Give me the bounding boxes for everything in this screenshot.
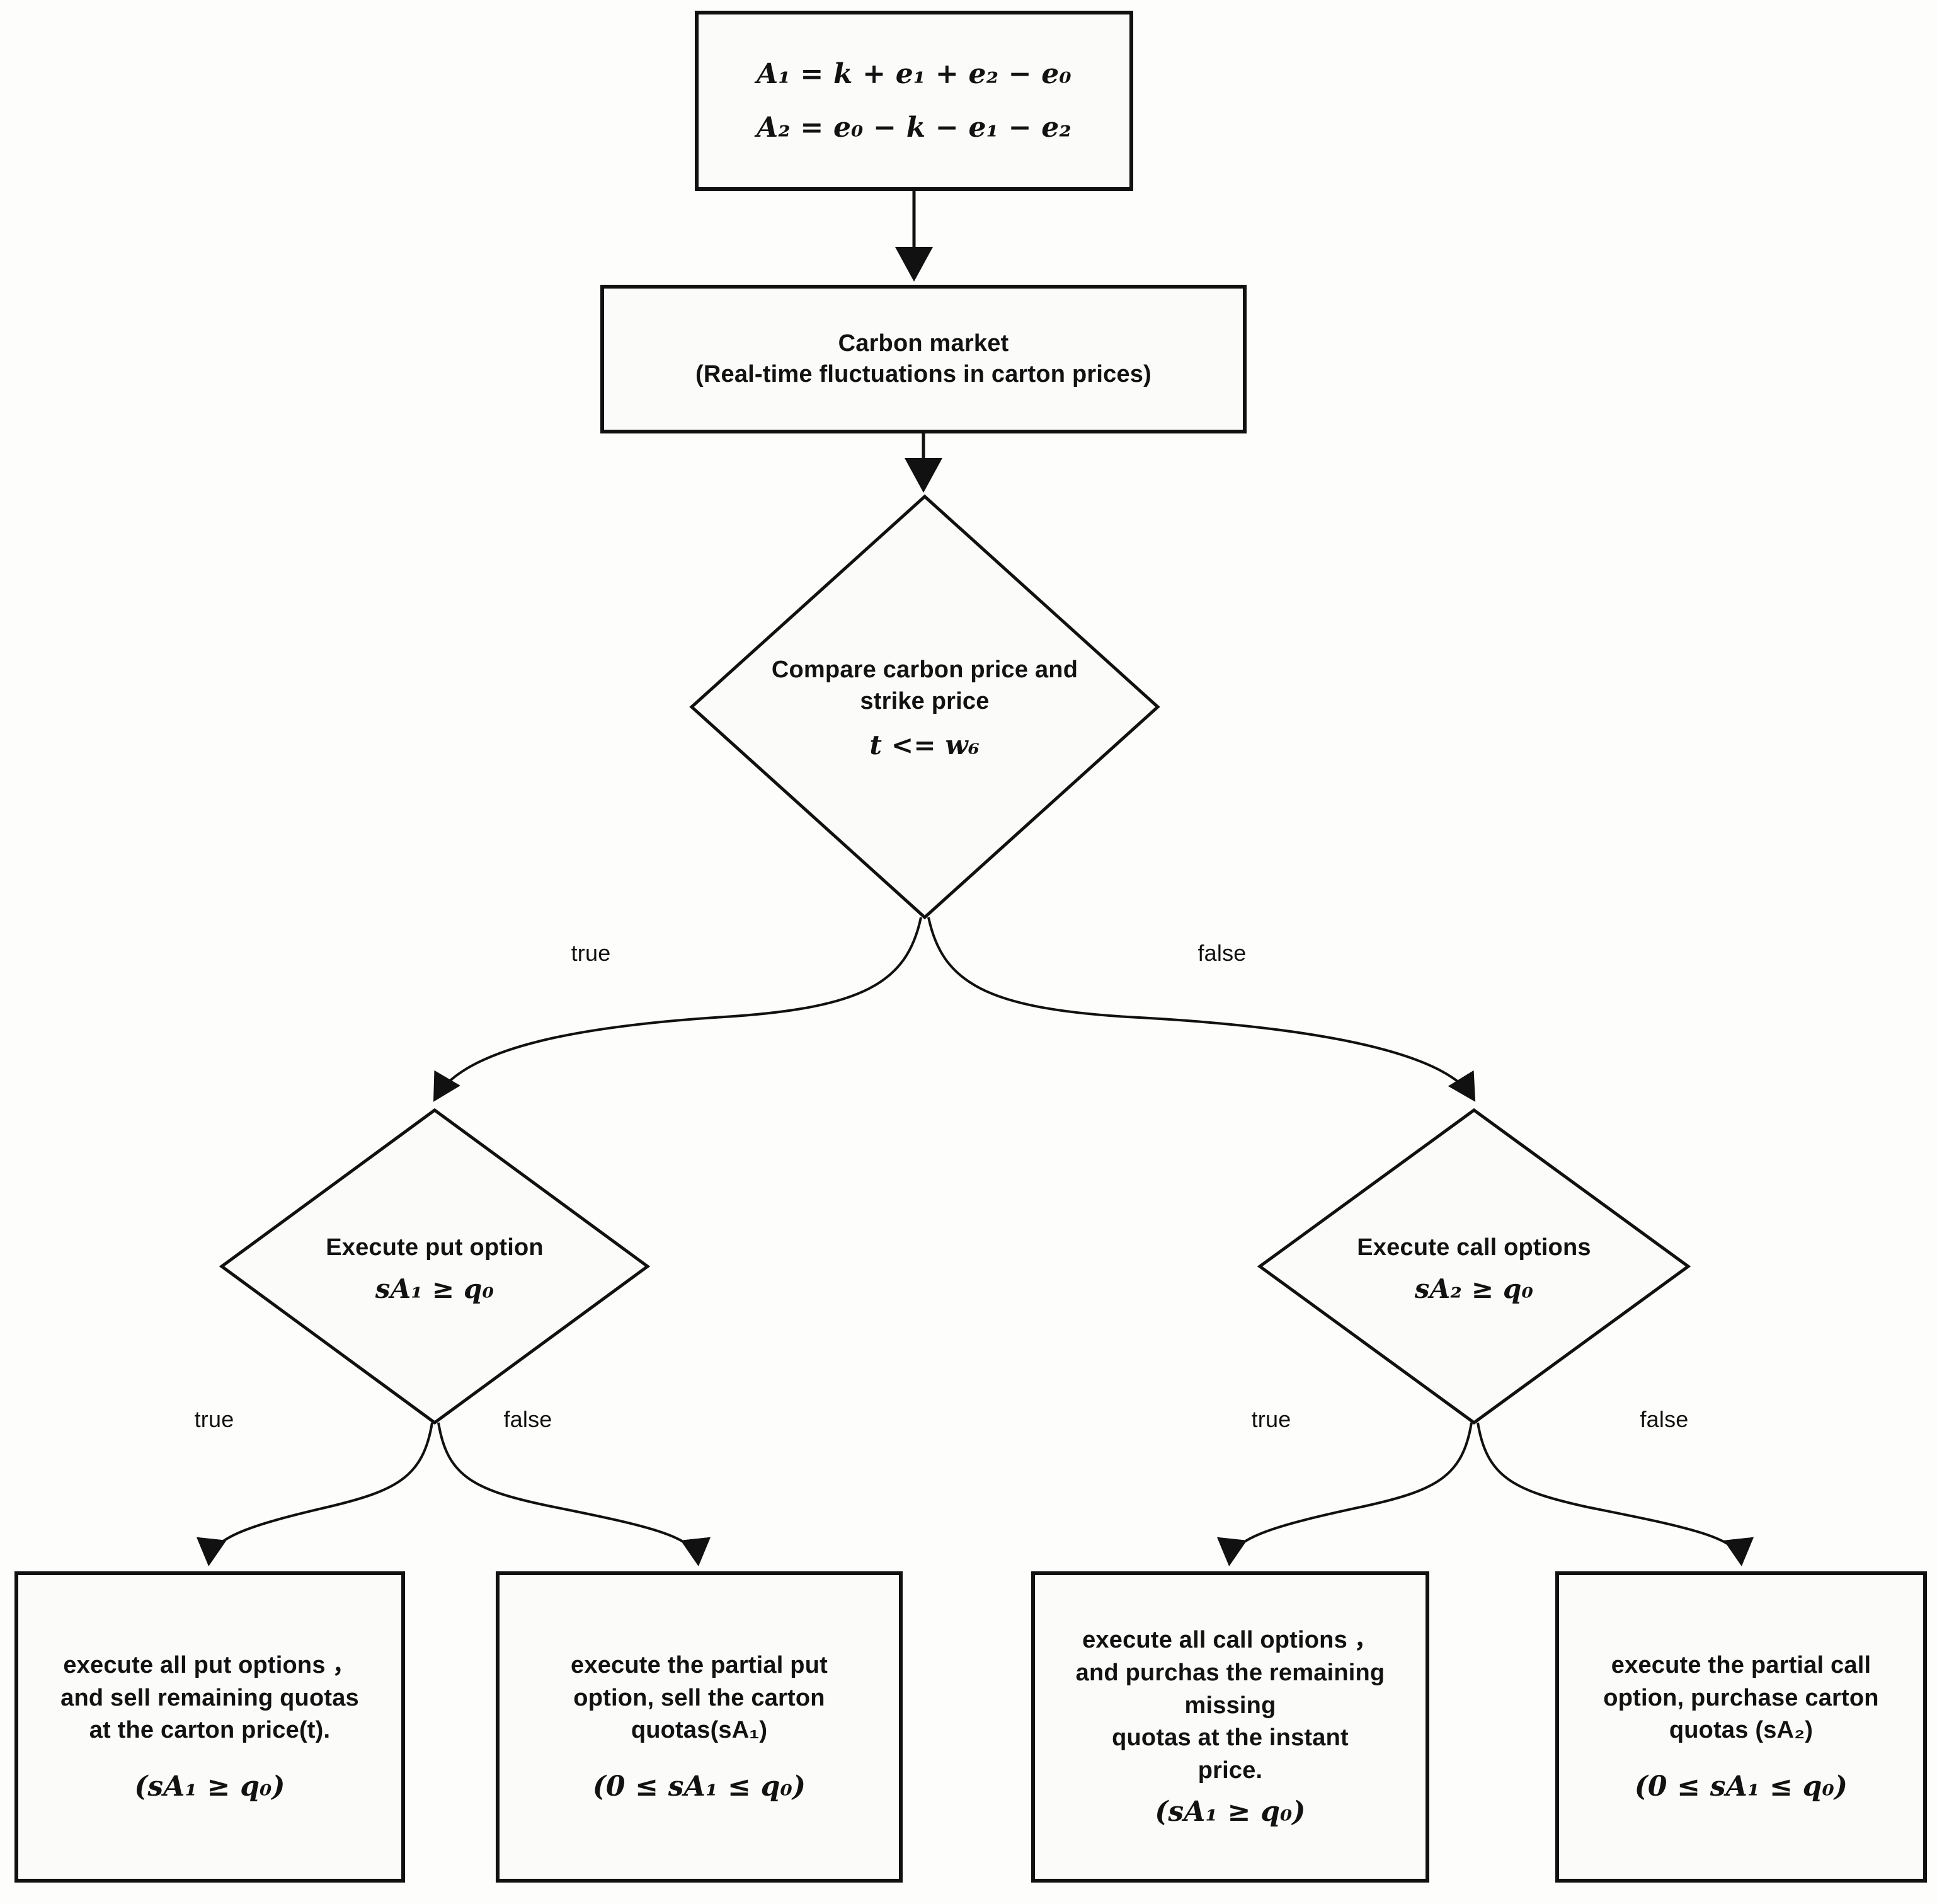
put-all-box-text: execute all put options ， and sell remai…: [16, 1573, 403, 1881]
compare-decision-condition: t <= w₆: [869, 730, 980, 761]
edge-call-false: [1477, 1422, 1754, 1566]
compare-decision-line-2: strike price: [860, 687, 990, 714]
call-all-body: execute all call options ， and purchas t…: [1075, 1627, 1385, 1784]
put-all-box-shape: [14, 1571, 405, 1883]
put-partial-body: execute the partial put option, sell the…: [571, 1651, 828, 1744]
compare-decision-line-1: Compare carbon price and: [771, 657, 1078, 684]
call-all-box-shape: [1031, 1571, 1429, 1883]
put-decision-line-1: Execute put option: [326, 1234, 544, 1261]
carbon-market-box-text: Carbon market (Real-time fluctuations in…: [602, 287, 1245, 432]
edge-compare-false: [927, 917, 1476, 1102]
edge-label-compare-true: true: [571, 940, 611, 966]
put-decision-text: Execute put option sA₁ ≥ q₀: [222, 1216, 648, 1323]
call-decision-line-1: Execute call options: [1357, 1234, 1591, 1261]
call-decision-text: Execute call options sA₂ ≥ q₀: [1260, 1216, 1688, 1323]
call-decision-condition: sA₂ ≥ q₀: [1414, 1273, 1534, 1305]
call-partial-box-shape: [1555, 1571, 1927, 1883]
put-partial-box-text: execute the partial put option, sell the…: [498, 1573, 901, 1881]
edge-put-true: [196, 1422, 433, 1566]
edge-put-false: [437, 1422, 711, 1566]
edge-label-call-false: false: [1640, 1406, 1689, 1432]
edge-call-true: [1216, 1422, 1473, 1566]
edge-label-compare-false: false: [1197, 940, 1247, 966]
edge-label-put-false: false: [503, 1406, 552, 1432]
compare-decision-text: Compare carbon price and strike price t …: [692, 630, 1158, 788]
edge-label-call-true: true: [1251, 1406, 1291, 1432]
call-all-condition: (sA₁ ≥ q₀): [1155, 1795, 1306, 1828]
compare-decision-shape: [689, 494, 1160, 920]
put-all-condition: (sA₁ ≥ q₀): [134, 1770, 285, 1803]
edge-compare-true: [433, 917, 922, 1102]
put-partial-box-shape: [496, 1571, 903, 1883]
carbon-market-title: Carbon market: [838, 330, 1009, 357]
put-decision-condition: sA₁ ≥ q₀: [375, 1273, 494, 1305]
put-all-body: execute all put options ， and sell remai…: [60, 1651, 359, 1744]
put-partial-condition: (0 ≤ sA₁ ≤ q₀): [592, 1770, 806, 1803]
carbon-market-subtitle: (Real-time fluctuations in carton prices…: [695, 361, 1151, 387]
call-partial-box-text: execute the partial call option, purchas…: [1557, 1573, 1925, 1881]
put-decision-shape: [219, 1108, 651, 1425]
call-all-box-text: execute all call options ， and purchas t…: [1033, 1573, 1427, 1881]
equation-line-1: A₁ = k + e₁ + e₂ − e₀: [757, 57, 1071, 90]
call-decision-shape: [1257, 1108, 1691, 1425]
call-partial-condition: (0 ≤ sA₁ ≤ q₀): [1634, 1770, 1848, 1803]
call-partial-body: execute the partial call option, purchas…: [1603, 1651, 1879, 1744]
carbon-market-box-shape: [600, 285, 1247, 433]
equations-box-text: A₁ = k + e₁ + e₂ − e₀ A₂ = e₀ − k − e₁ −…: [697, 13, 1131, 189]
equation-line-2: A₂ = e₀ − k − e₁ − e₂: [757, 112, 1071, 144]
equations-box-shape: [695, 11, 1133, 191]
edge-label-put-true: true: [194, 1406, 234, 1432]
